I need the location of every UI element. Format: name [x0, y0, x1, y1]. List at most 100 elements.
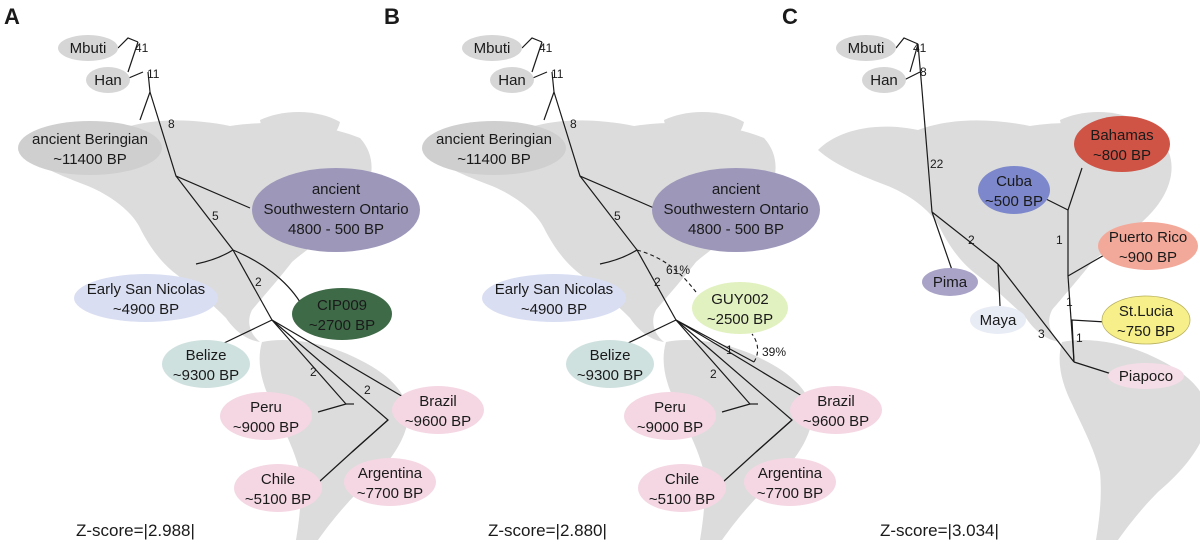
admixture-percentage: 61% — [666, 263, 690, 277]
branch-number: 1 — [1066, 295, 1073, 309]
node-ancient-beringian: ancient Beringian ~11400 BP — [422, 121, 566, 175]
node-label: ~9300 BP — [173, 367, 239, 384]
node-label: Belize — [590, 347, 631, 364]
branch-number: 1 — [1076, 331, 1083, 345]
node-label: 4800 - 500 BP — [688, 221, 784, 238]
node-chile: Chile ~5100 BP — [234, 464, 322, 512]
node-label: ~800 BP — [1093, 147, 1151, 164]
node-label: ~7700 BP — [357, 485, 423, 502]
panel-letter: A — [4, 4, 20, 29]
node-label: 4800 - 500 BP — [288, 221, 384, 238]
node-label: Southwestern Ontario — [663, 201, 808, 218]
branch-number: 2 — [310, 365, 317, 379]
node-pima: Pima — [922, 268, 978, 296]
node-peru: Peru ~9000 BP — [220, 392, 312, 440]
node-cip009: CIP009 ~2700 BP — [292, 288, 392, 340]
admixture-edges — [636, 249, 759, 363]
node-label: GUY002 — [711, 291, 769, 308]
node-label: ancient — [312, 181, 361, 198]
branch-number: 41 — [913, 41, 927, 55]
node-early-san-nicolas: Early San Nicolas ~4900 BP — [74, 274, 218, 322]
node-label: ~9600 BP — [803, 413, 869, 430]
admixture-percentage: 39% — [762, 345, 786, 359]
node-label: ~5100 BP — [245, 491, 311, 508]
node-piapoco: Piapoco — [1108, 363, 1184, 389]
node-ancient-southwestern-ontario: ancient Southwestern Ontario 4800 - 500 … — [652, 168, 820, 252]
node-label: ~750 BP — [1117, 323, 1175, 340]
node-peru: Peru ~9000 BP — [624, 392, 716, 440]
node-label: Han — [94, 72, 122, 89]
node-argentina: Argentina ~7700 BP — [744, 458, 836, 506]
node-label: Puerto Rico — [1109, 229, 1187, 246]
branch-number: 8 — [920, 65, 927, 79]
node-mbuti: Mbuti — [836, 35, 896, 61]
panel-c: C Mbuti Han Ba — [782, 4, 1200, 540]
branch-number: 22 — [930, 157, 944, 171]
node-label: ~900 BP — [1119, 249, 1177, 266]
node-brazil: Brazil ~9600 BP — [392, 386, 484, 434]
node-label: Brazil — [419, 393, 457, 410]
node-label: St.Lucia — [1119, 303, 1174, 320]
node-label: Peru — [250, 399, 282, 416]
node-label: Argentina — [758, 465, 823, 482]
node-label: Early San Nicolas — [495, 281, 613, 298]
node-label: ~11400 BP — [457, 151, 531, 168]
node-label: ancient Beringian — [436, 131, 552, 148]
node-label: Mbuti — [474, 40, 511, 57]
node-label: Chile — [665, 471, 699, 488]
node-maya: Maya — [970, 306, 1026, 334]
branch-number: 41 — [539, 41, 553, 55]
node-guy002: GUY002 ~2500 BP — [692, 282, 788, 334]
branch-number: 2 — [654, 275, 661, 289]
node-mbuti: Mbuti — [58, 35, 118, 61]
node-label: Han — [498, 72, 526, 89]
branch-number: 3 — [1038, 327, 1045, 341]
node-label: ~11400 BP — [53, 151, 127, 168]
node-label: ~2500 BP — [707, 311, 773, 328]
node-ancient-southwestern-ontario: ancient Southwestern Ontario 4800 - 500 … — [252, 168, 420, 252]
node-early-san-nicolas: Early San Nicolas ~4900 BP — [482, 274, 626, 322]
tree-edges — [117, 37, 406, 493]
branch-number: 8 — [570, 117, 577, 131]
node-chile: Chile ~5100 BP — [638, 464, 726, 512]
node-label: Belize — [186, 347, 227, 364]
node-han: Han — [490, 67, 534, 93]
panel-a: A Mbuti Han — [4, 4, 484, 540]
tree-edges — [895, 37, 1119, 377]
node-label: ~4900 BP — [521, 301, 587, 318]
branch-number: 2 — [255, 275, 262, 289]
node-ancient-beringian: ancient Beringian ~11400 BP — [18, 121, 162, 175]
node-label: ~2700 BP — [309, 317, 375, 334]
branch-number: 2 — [968, 233, 975, 247]
node-bahamas: Bahamas ~800 BP — [1074, 116, 1170, 172]
node-mbuti: Mbuti — [462, 35, 522, 61]
node-puerto-rico: Puerto Rico ~900 BP — [1098, 222, 1198, 270]
node-han: Han — [862, 67, 906, 93]
node-brazil: Brazil ~9600 BP — [790, 386, 882, 434]
node-label: Han — [870, 72, 898, 89]
branch-number: 5 — [212, 209, 219, 223]
node-label: Cuba — [996, 173, 1033, 190]
branch-number: 1 — [1056, 233, 1063, 247]
panel-b: B Mbuti Han — [384, 4, 882, 540]
zscore-label: Z-score=|2.988| — [76, 521, 195, 540]
node-label: Pima — [933, 274, 968, 291]
node-cuba: Cuba ~500 BP — [978, 166, 1050, 214]
node-han: Han — [86, 67, 130, 93]
branch-number: 11 — [147, 67, 160, 81]
branch-number: 11 — [551, 67, 564, 81]
node-st-lucia: St.Lucia ~750 BP — [1101, 295, 1191, 345]
node-label: ~500 BP — [985, 193, 1043, 210]
node-label: Maya — [980, 312, 1017, 329]
branch-number: 5 — [614, 209, 621, 223]
branch-number: 8 — [168, 117, 175, 131]
node-label: ~7700 BP — [757, 485, 823, 502]
node-label: ~5100 BP — [649, 491, 715, 508]
branch-number: 2 — [710, 367, 717, 381]
zscore-label: Z-score=|2.880| — [488, 521, 607, 540]
node-argentina: Argentina ~7700 BP — [344, 458, 436, 506]
node-label: Argentina — [358, 465, 423, 482]
node-label: Piapoco — [1119, 368, 1173, 385]
node-label: ~9600 BP — [405, 413, 471, 430]
node-label: Bahamas — [1090, 127, 1153, 144]
